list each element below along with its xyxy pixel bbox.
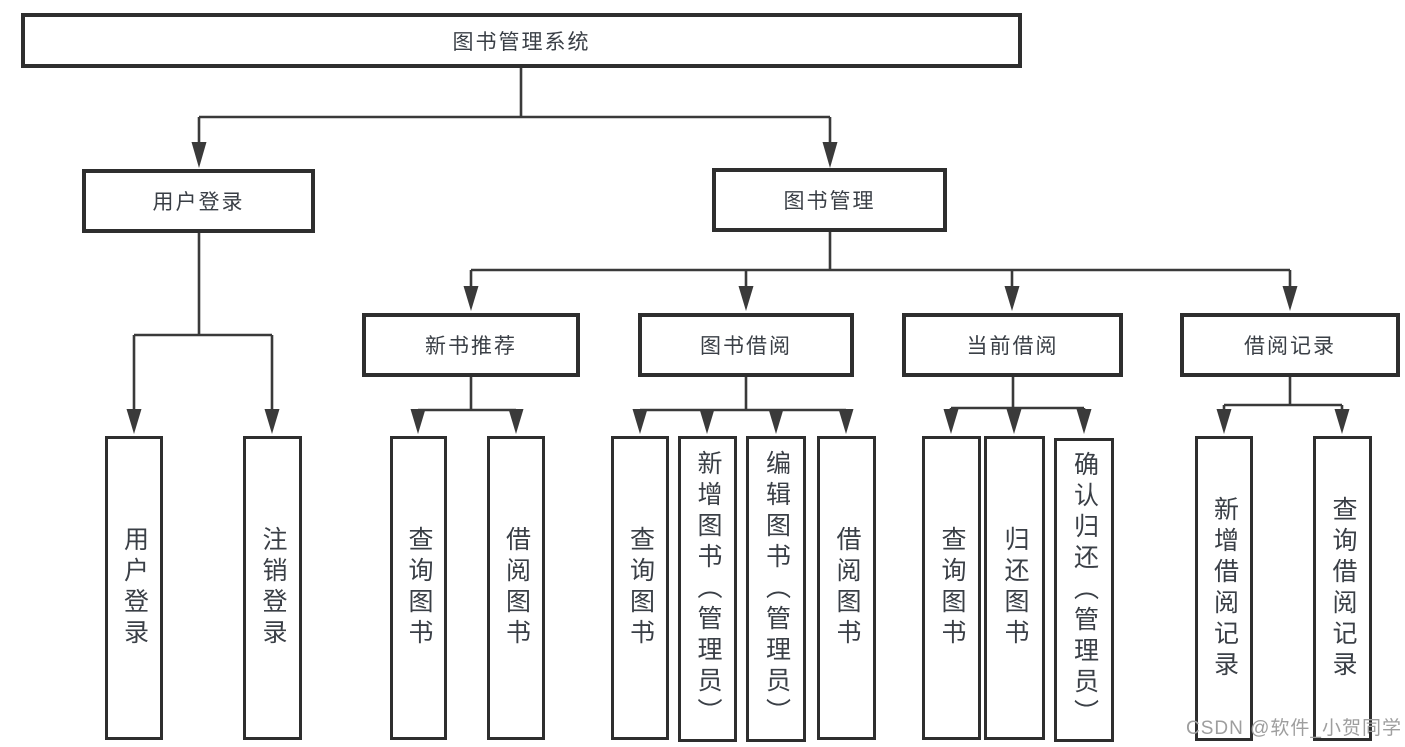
node-book-borrow: 图书借阅 xyxy=(638,313,854,377)
node-bb-query-books: 查询图书 xyxy=(611,436,669,740)
csdn-watermark: CSDN @软件_小贺同学 xyxy=(1186,718,1402,739)
node-new-book-rec: 新书推荐 xyxy=(362,313,580,377)
node-br-query-record: 查询借阅记录 xyxy=(1313,436,1372,741)
node-cb-return-books-label: 归还图书 xyxy=(1001,526,1029,650)
arrowheads xyxy=(126,142,1350,434)
node-br-add-record-label: 新增借阅记录 xyxy=(1210,495,1239,682)
node-bb-query-books-label: 查询图书 xyxy=(626,526,655,650)
node-root: 图书管理系统 xyxy=(21,13,1022,68)
node-cb-query-books-label: 查询图书 xyxy=(938,526,966,650)
node-borrow-records-label: 借阅记录 xyxy=(1244,335,1336,358)
node-current-borrow: 当前借阅 xyxy=(902,313,1123,377)
node-cb-return-books: 归还图书 xyxy=(984,436,1045,740)
node-book-mgmt: 图书管理 xyxy=(712,168,947,232)
node-cb-confirm-return-label: 确认归还（管理员） xyxy=(1070,450,1099,730)
node-bb-borrow-books-label: 借阅图书 xyxy=(833,526,861,650)
node-cb-query-books: 查询图书 xyxy=(922,436,981,740)
node-logout-label: 注销登录 xyxy=(259,526,287,650)
node-br-add-record: 新增借阅记录 xyxy=(1195,436,1253,741)
node-current-borrow-label: 当前借阅 xyxy=(966,335,1059,358)
node-bb-add-books-label: 新增图书（管理员） xyxy=(694,449,722,729)
node-user-login-group-label: 用户登录 xyxy=(152,191,245,214)
node-rec-query-books: 查询图书 xyxy=(390,436,447,740)
node-rec-borrow-books: 借阅图书 xyxy=(487,436,545,740)
node-rec-borrow-books-label: 借阅图书 xyxy=(502,526,531,650)
node-cb-confirm-return: 确认归还（管理员） xyxy=(1054,438,1114,742)
node-new-book-rec-label: 新书推荐 xyxy=(425,335,517,358)
node-book-borrow-label: 图书借阅 xyxy=(700,335,792,358)
node-book-mgmt-label: 图书管理 xyxy=(783,190,876,213)
node-bb-borrow-books: 借阅图书 xyxy=(817,436,876,740)
node-rec-query-books-label: 查询图书 xyxy=(405,526,433,650)
node-bb-edit-books: 编辑图书（管理员） xyxy=(746,436,806,742)
node-root-label: 图书管理系统 xyxy=(452,30,591,54)
node-user-login-group: 用户登录 xyxy=(82,169,315,233)
node-borrow-records: 借阅记录 xyxy=(1180,313,1400,377)
node-bb-edit-books-label: 编辑图书（管理员） xyxy=(762,449,791,729)
node-bb-add-books: 新增图书（管理员） xyxy=(678,436,737,742)
node-user-login-label: 用户登录 xyxy=(120,526,149,650)
node-logout: 注销登录 xyxy=(243,436,302,740)
node-user-login: 用户登录 xyxy=(105,436,163,740)
node-br-query-record-label: 查询借阅记录 xyxy=(1329,495,1357,682)
